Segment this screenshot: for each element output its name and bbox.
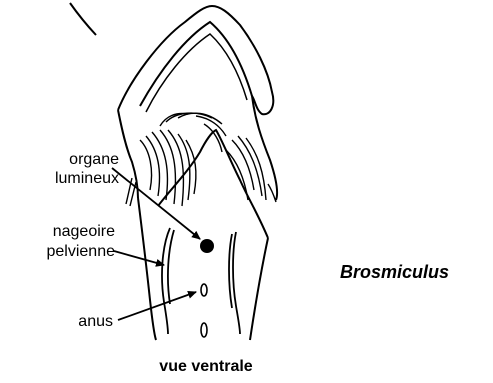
organ-label-line1: organe [69, 150, 119, 169]
anus-mark [201, 284, 207, 296]
body-right [250, 238, 268, 340]
stray-line [70, 3, 96, 35]
body-left [138, 198, 156, 340]
fin-pointer [114, 251, 164, 265]
fin-label-line1: nageoire [53, 222, 115, 241]
anus-pointer [118, 292, 196, 320]
lower-opening-mark [201, 323, 207, 337]
light-organ-dot [200, 239, 214, 253]
genus-name: Brosmiculus [340, 263, 449, 282]
anus-label: anus [78, 312, 113, 331]
view-caption: vue ventrale [146, 357, 266, 376]
pelvic-fin-right [229, 232, 240, 334]
organ-pointer [112, 168, 200, 239]
gill-hatching [126, 113, 276, 206]
fin-label-line2: pelvienne [47, 242, 116, 261]
pelvic-fin-left [162, 228, 174, 334]
organ-label-line2: lumineux [55, 169, 119, 188]
